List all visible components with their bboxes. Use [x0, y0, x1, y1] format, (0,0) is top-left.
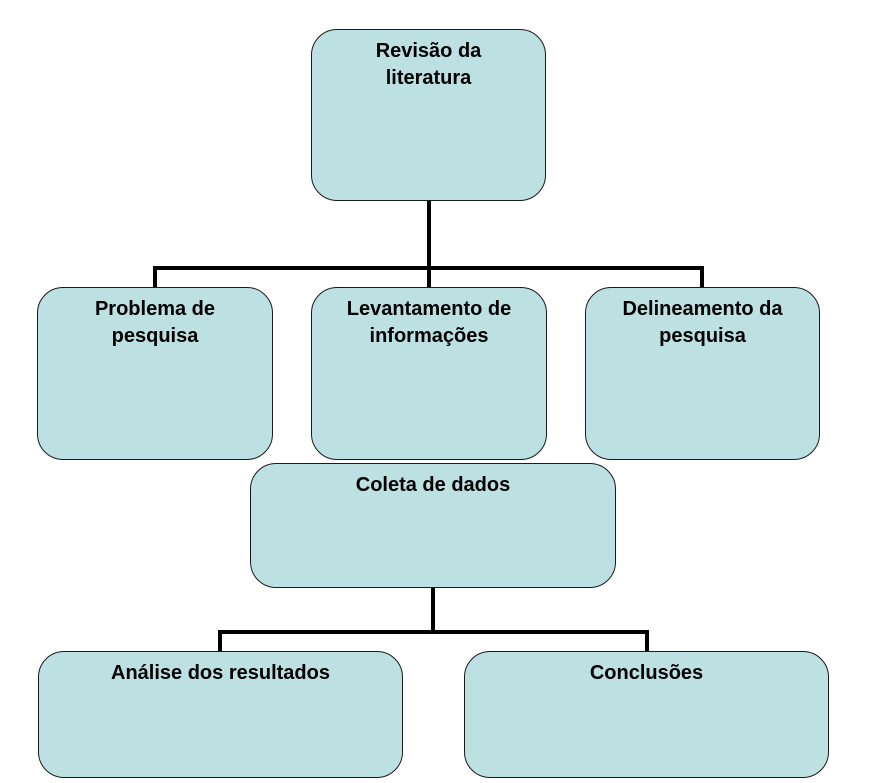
- node-coleta-de-dados: Coleta de dados: [250, 463, 616, 588]
- node-label-line: informações: [369, 325, 489, 347]
- node-levantamento-de-informacoes: Levantamento de informações: [311, 287, 547, 460]
- node-delineamento-da-pesquisa: Delineamento da pesquisa: [585, 287, 820, 460]
- node-conclusoes: Conclusões: [464, 651, 829, 778]
- node-analise-dos-resultados: Análise dos resultados: [38, 651, 403, 778]
- node-label-line: Análise dos resultados: [111, 662, 330, 684]
- node-label-line: Revisão da: [375, 40, 482, 62]
- node-revisao-da-literatura: Revisão da literatura: [311, 29, 546, 201]
- node-label-line: literatura: [385, 67, 472, 89]
- node-label-line: Coleta de dados: [355, 474, 511, 496]
- node-label-line: Conclusões: [589, 662, 704, 684]
- node-problema-de-pesquisa: Problema de pesquisa: [37, 287, 273, 460]
- node-label-line: Delineamento da: [622, 298, 783, 320]
- node-label-line: Levantamento de: [346, 298, 512, 320]
- node-label-line: pesquisa: [111, 325, 199, 347]
- node-label-line: Problema de: [94, 298, 216, 320]
- node-label-line: pesquisa: [659, 325, 746, 347]
